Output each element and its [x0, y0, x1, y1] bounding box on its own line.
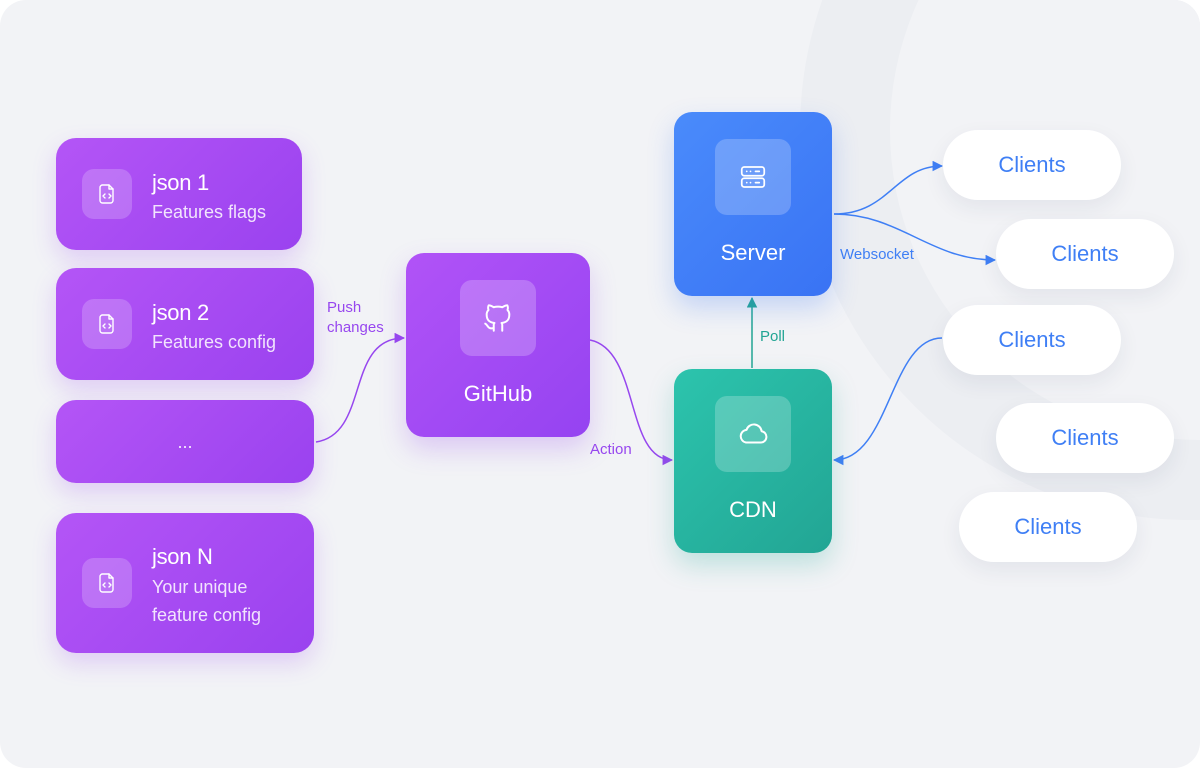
file-subtitle: Features config: [152, 332, 277, 352]
ellipsis-text: ...: [177, 432, 193, 452]
websocket-arrow-lower: [833, 213, 997, 266]
file-title: json 2: [152, 300, 209, 325]
code-file-icon: [82, 169, 132, 219]
websocket-label: Websocket: [840, 246, 914, 263]
github-node: GitHub: [406, 253, 590, 437]
push-label-line2: changes: [327, 319, 384, 336]
websocket-arrow-upper: [833, 160, 944, 215]
code-file-icon: [82, 558, 132, 608]
client-pill: Clients: [943, 305, 1121, 375]
file-subtitle: Your unique: [152, 577, 248, 597]
file-title: json N: [152, 544, 213, 569]
file-card-json-1: json 1 Features flags: [56, 138, 302, 250]
server-icon: [715, 139, 791, 215]
file-title: json 1: [152, 170, 209, 195]
action-label: Action: [590, 441, 632, 458]
github-label: GitHub: [463, 381, 533, 406]
client-pill: Clients: [996, 403, 1174, 473]
cdn-label: CDN: [729, 497, 777, 522]
client-pill: Clients: [943, 130, 1121, 200]
push-label-line1: Push: [327, 299, 362, 316]
file-subtitle: feature config: [152, 605, 262, 625]
file-card-json-2: json 2 Features config: [56, 268, 314, 380]
cloud-icon: [715, 396, 791, 472]
file-card-more: ...: [56, 400, 314, 483]
push-changes-label: Push changes: [327, 298, 384, 338]
client-pill: Clients: [996, 219, 1174, 289]
file-card-json-n: json N Your unique feature config: [56, 513, 314, 653]
file-subtitle: Features flags: [152, 202, 267, 222]
server-label: Server: [720, 240, 786, 265]
github-icon: [460, 280, 536, 356]
server-node: Server: [674, 112, 832, 296]
poll-label: Poll: [760, 328, 786, 345]
code-file-icon: [82, 299, 132, 349]
client-pill: Clients: [959, 492, 1137, 562]
cdn-node: CDN: [674, 369, 832, 553]
action-arrow: [589, 339, 674, 466]
push-changes-arrow: [315, 332, 406, 443]
client-fetch-arrow: [832, 337, 943, 466]
